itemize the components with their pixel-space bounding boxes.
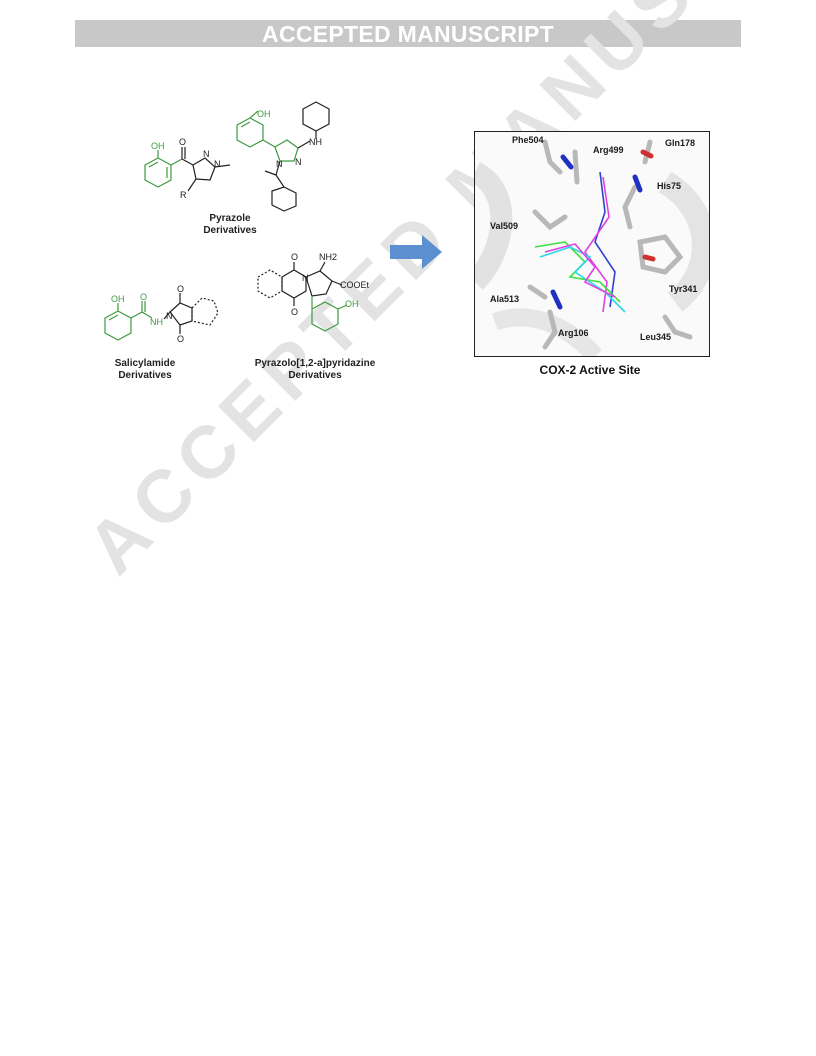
atom-o-label: O [179, 137, 186, 147]
pyridazine-structure [257, 261, 348, 332]
atom-n-label: N [166, 311, 173, 321]
atom-n-label: N [203, 149, 210, 159]
pyrazole-structure-1 [144, 147, 231, 192]
atom-r-label: R [180, 190, 187, 200]
nitrogen-stick [632, 174, 643, 193]
residue-label-arg499: Arg499 [593, 145, 624, 155]
atom-oh-label: OH [111, 294, 125, 304]
atom-o-label: O [291, 307, 298, 317]
accepted-manuscript-banner: ACCEPTED MANUSCRIPT [75, 20, 741, 47]
atom-n-label: N [214, 159, 221, 169]
atom-o-label: O [177, 334, 184, 344]
residue-label-tyr341: Tyr341 [669, 284, 698, 294]
atom-nh2-label: NH2 [319, 252, 337, 262]
atom-o-label: O [177, 284, 184, 294]
active-site-rendering [475, 139, 709, 356]
atom-n-label: N [295, 157, 302, 167]
atom-o-label: O [291, 252, 298, 262]
cox2-active-site-panel [474, 131, 710, 357]
nitrogen-stick [560, 154, 574, 170]
salicylamide-structure [104, 293, 219, 341]
residue-label-leu345: Leu345 [640, 332, 672, 342]
oxygen-stick [642, 254, 656, 262]
residue-label-ala513: Ala513 [490, 294, 520, 304]
atom-oh-label: OH [345, 299, 359, 309]
pyrazole-structure-2 [236, 101, 330, 212]
residue-label-his75: His75 [657, 181, 682, 191]
atom-cooet-label: COOEt [340, 280, 370, 290]
graphical-abstract-figure: OH O N N R OH NH N N [100, 95, 710, 395]
chemical-structures: OH O N N R OH NH N N [104, 101, 442, 344]
atom-oh-label: OH [151, 141, 165, 151]
residue-label-val509: Val509 [490, 221, 519, 231]
atom-o-label: O [140, 292, 147, 302]
residue-label-arg106: Arg106 [558, 328, 589, 338]
residue-label-phe504: Phe504 [512, 135, 544, 145]
atom-oh-label: OH [257, 109, 271, 119]
atom-nh-label: NH [309, 137, 322, 147]
atom-n-label: N [276, 159, 283, 169]
atom-n-label: N [302, 273, 309, 283]
oxygen-stick [640, 149, 654, 159]
atom-nh-label: NH [150, 317, 163, 327]
active-site-caption: COX-2 Active Site [539, 363, 641, 377]
residue-label-gln178: Gln178 [665, 138, 696, 148]
nitrogen-stick [550, 289, 563, 310]
right-arrow-icon [390, 235, 442, 269]
